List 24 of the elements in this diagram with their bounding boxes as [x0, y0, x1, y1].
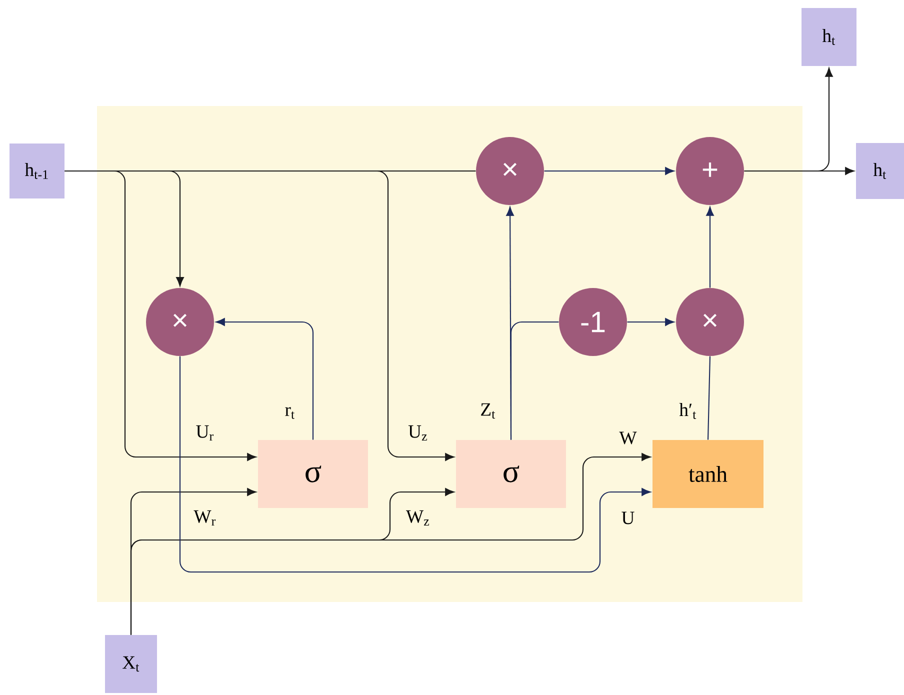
arrow	[216, 318, 314, 440]
arrow	[744, 68, 833, 172]
edge-label: U$_{r}$	[196, 425, 214, 441]
arrow	[64, 170, 454, 461]
edge-label: r$_{t}$	[285, 407, 295, 419]
vector-box: h$_{t-1}$	[10, 144, 64, 198]
arrow	[627, 318, 674, 326]
sigmoid-box: σ	[456, 440, 566, 508]
edge-label: Z$_{t}$	[481, 403, 496, 419]
edge-label: W	[619, 432, 637, 444]
vector-box: X$_{t}$	[105, 635, 157, 693]
arrow	[544, 167, 674, 175]
vector-box: h$_{t}$	[856, 143, 904, 199]
edge-label: U	[622, 512, 634, 524]
tanh-box: tanh	[652, 440, 764, 508]
vector-box: h$_{t}$	[802, 8, 856, 66]
edge-label: W$_{r}$	[194, 510, 216, 526]
edge-label: W$_{z}$	[406, 510, 430, 526]
arrow	[179, 356, 651, 573]
edge-label: h′$_{t}$	[679, 403, 696, 419]
edge-label: U$_{z}$	[408, 425, 427, 441]
arrow	[130, 453, 651, 635]
sigmoid-box: σ	[258, 440, 368, 508]
arrow	[706, 206, 714, 288]
